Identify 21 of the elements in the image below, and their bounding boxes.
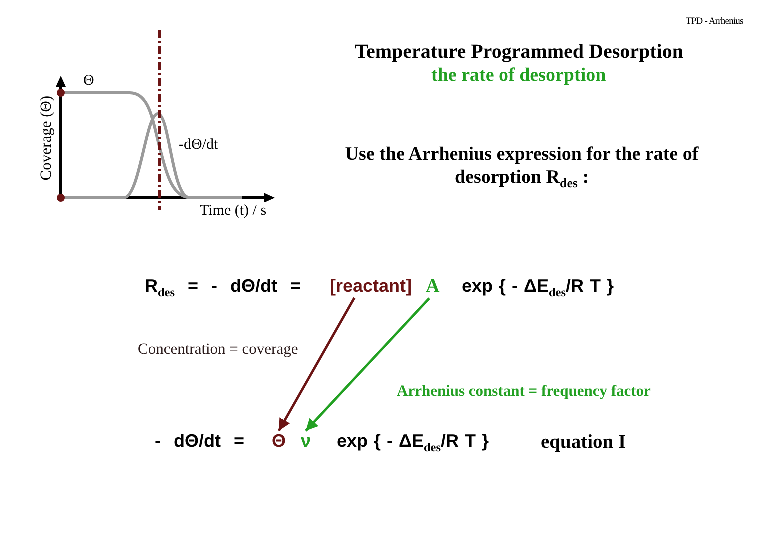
axis-label: Time (t) / s <box>200 202 267 220</box>
arrow <box>305 298 430 432</box>
curve-label: -dΘ/dt <box>179 136 218 154</box>
curve-label: Θ <box>84 72 94 90</box>
annotation-text: Arrhenius constant = frequency factor <box>397 382 651 402</box>
annotation-text: Concentration = coverage <box>138 340 298 360</box>
equation-text: R$_{des}$ = - dΘ/dt = <box>145 276 302 298</box>
equation-label: equation I <box>541 430 626 454</box>
equation-text: exp { - ΔE$_{des}$/R T } <box>462 276 614 298</box>
arrow <box>278 297 356 432</box>
equation-term: ν <box>301 431 312 453</box>
title: Temperature Programmed Desorption <box>355 40 684 64</box>
equation-text: exp { - ΔE$_{des}$/R T } <box>337 431 489 453</box>
instruction-text: Use the Arrhenius expression for the rate of desorption R$_{des}$ : <box>344 144 700 190</box>
subtitle: the rate of desorption <box>432 64 606 88</box>
equation-term: [reactant] <box>330 276 412 298</box>
header-text: TPD - Arrhenius <box>686 16 744 28</box>
axis-label: Coverage (Θ) <box>38 95 56 180</box>
equation-term: A <box>426 276 440 298</box>
equation-text: - dΘ/dt = <box>155 431 244 453</box>
equation-term: Θ <box>272 431 286 453</box>
